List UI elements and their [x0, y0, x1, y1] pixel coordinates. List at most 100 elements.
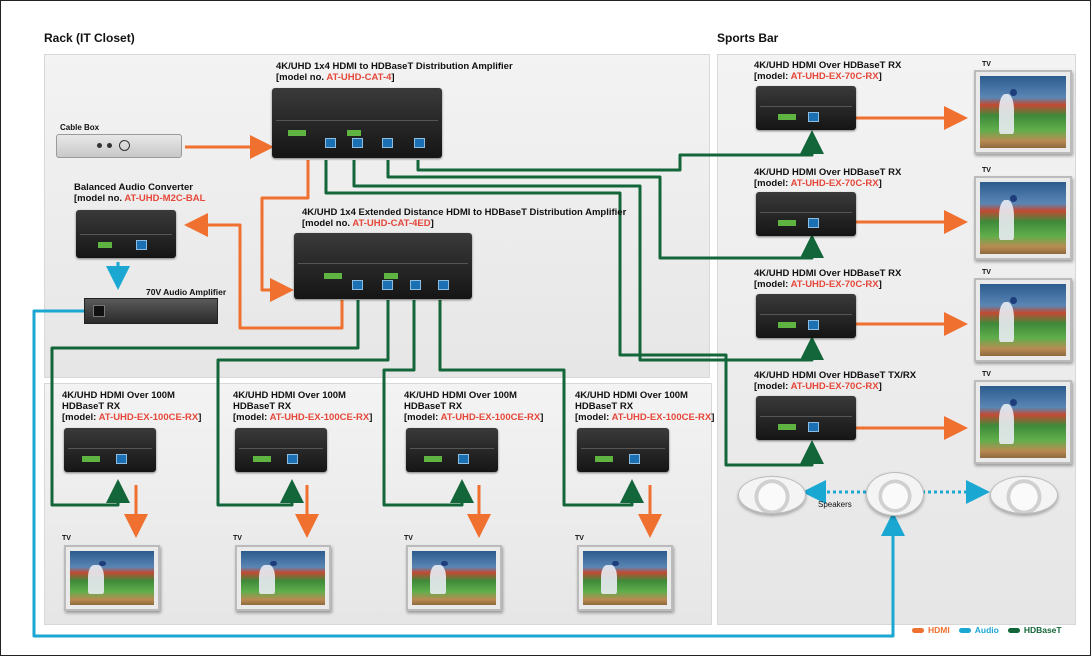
bottom-rx-2-model-prefix: [model:: [233, 412, 270, 423]
sports-rx-1-device: [756, 86, 856, 130]
bottom-rx-4-title: 4K/UHD HDMI Over 100M: [575, 390, 688, 401]
sports-rx-2-model: AT-UHD-EX-70C-RX: [790, 178, 879, 189]
hdmi-amp1-to-amp2: [260, 160, 310, 302]
bottom-rx-1-tv: [64, 545, 160, 611]
bottom-rx-2-model: AT-UHD-EX-100CE-RX: [269, 412, 370, 423]
balanced-audio-model-prefix: [model no.: [74, 193, 125, 204]
amp1-device: [272, 88, 442, 158]
sports-rx-4-device: [756, 396, 856, 440]
bottom-rx-3-model: AT-UHD-EX-100CE-RX: [440, 412, 541, 423]
legend: HDMI Audio HDBaseT: [912, 625, 1062, 635]
bottom-rx-1-model-suffix: ]: [198, 412, 202, 423]
amp2-device: [294, 233, 472, 299]
sports-rx-2-model-prefix: [model:: [754, 178, 791, 189]
legend-audio-swatch: [958, 627, 971, 633]
sports-rx-1-title: 4K/UHD HDMI Over HDBaseT RX: [754, 60, 902, 71]
hdbt-amp2-brx3: [382, 300, 474, 507]
sports-rx-3-tv-label: TV: [982, 269, 991, 276]
balanced-audio-label: Balanced Audio Converter [model no. AT-U…: [74, 182, 205, 204]
sports-rx-4-model: AT-UHD-EX-70C-RX: [790, 381, 879, 392]
speaker-left: [738, 476, 806, 514]
bottom-rx-4-device: [577, 428, 669, 472]
bottom-rx-2-subtitle: HDBaseT RX: [233, 401, 292, 412]
sports-rx-3-title: 4K/UHD HDMI Over HDBaseT RX: [754, 268, 902, 279]
bottom-rx-4-subtitle: HDBaseT RX: [575, 401, 634, 412]
sports-rx-3-model-suffix: ]: [878, 279, 882, 290]
sports-rx-4-title: 4K/UHD HDMI Over HDBaseT TX/RX: [754, 370, 917, 381]
bottom-rx-2-tv-label: TV: [233, 535, 242, 542]
hdbt-amp1-rx2: [386, 160, 824, 260]
hdbt-amp2-brx1: [50, 300, 360, 507]
hdbt-amp1-rx3: [352, 160, 824, 362]
sports-rx-4-label: 4K/UHD HDMI Over HDBaseT TX/RX [model: A…: [754, 370, 916, 392]
bottom-rx-1-device: [64, 428, 156, 472]
bottom-rx-1-model-prefix: [model:: [62, 412, 99, 423]
rack-title: Rack (IT Closet): [44, 31, 135, 45]
bottom-rx-3-subtitle: HDBaseT RX: [404, 401, 463, 412]
sports-rx-3-label: 4K/UHD HDMI Over HDBaseT RX [model: AT-U…: [754, 268, 901, 290]
amp1-title: 4K/UHD 1x4 HDMI to HDBaseT Distribution …: [276, 61, 513, 72]
sports-rx-1-model: AT-UHD-EX-70C-RX: [790, 71, 879, 82]
bottom-rx-1-tv-label: TV: [62, 535, 71, 542]
sports-rx-1-tv: [974, 70, 1072, 154]
sports-rx-2-device: [756, 192, 856, 236]
sports-rx-4-model-suffix: ]: [878, 381, 882, 392]
sports-rx-2-title: 4K/UHD HDMI Over HDBaseT RX: [754, 167, 902, 178]
bottom-rx-1-model: AT-UHD-EX-100CE-RX: [98, 412, 199, 423]
sports-rx-1-label: 4K/UHD HDMI Over HDBaseT RX [model: AT-U…: [754, 60, 901, 82]
bottom-rx-4-tv: [577, 545, 673, 611]
legend-hdmi-swatch: [912, 627, 924, 633]
legend-hdbaset-label: HDBaseT: [1023, 625, 1062, 635]
bottom-rx-4-model-suffix: ]: [711, 412, 715, 423]
audio-amp70-to-speaker: [32, 309, 905, 638]
sports-rx-3-model-prefix: [model:: [754, 279, 791, 290]
bottom-rx-3-device: [406, 428, 498, 472]
bottom-rx-3-model-prefix: [model:: [404, 412, 441, 423]
legend-audio-label: Audio: [974, 625, 999, 635]
amp1-model: AT-UHD-CAT-4: [326, 72, 392, 83]
sports-rx-3-device: [756, 294, 856, 338]
hdbt-amp1-rx1: [416, 130, 824, 172]
cable-box-label: Cable Box: [60, 123, 100, 132]
amp2-model-prefix: [model no.: [302, 218, 353, 229]
bottom-rx-1-subtitle: HDBaseT RX: [62, 401, 121, 412]
sports-rx-3-model: AT-UHD-EX-70C-RX: [790, 279, 879, 290]
bottom-rx-2-device: [235, 428, 327, 472]
legend-hdmi-label: HDMI: [928, 625, 950, 635]
bottom-rx-3-model-suffix: ]: [540, 412, 544, 423]
bottom-rx-4-label: 4K/UHD HDMI Over 100M HDBaseT RX [model:…: [575, 390, 714, 423]
amp70-label: 70V Audio Amplifier: [146, 287, 227, 297]
sports-bar-title: Sports Bar: [717, 31, 779, 45]
amp1-model-suffix: ]: [391, 72, 395, 83]
sports-rx-4-tv-label: TV: [982, 371, 991, 378]
bottom-rx-3-label: 4K/UHD HDMI Over 100M HDBaseT RX [model:…: [404, 390, 543, 423]
amp2-label: 4K/UHD 1x4 Extended Distance HDMI to HDB…: [302, 207, 626, 229]
speaker-right: [990, 476, 1058, 514]
bottom-rx-3-title: 4K/UHD HDMI Over 100M: [404, 390, 517, 401]
sports-rx-2-tv-label: TV: [982, 167, 991, 174]
bottom-rx-2-tv: [235, 545, 331, 611]
sports-rx-4-tv: [974, 380, 1072, 464]
speakers-label: Speakers: [818, 500, 852, 509]
bottom-rx-2-label: 4K/UHD HDMI Over 100M HDBaseT RX [model:…: [233, 390, 372, 423]
amp70-device: [84, 298, 218, 324]
amp1-model-prefix: [model no.: [276, 72, 327, 83]
amp2-model: AT-UHD-CAT-4ED: [352, 218, 431, 229]
hdbt-amp2-brx2: [216, 300, 390, 507]
balanced-audio-title: Balanced Audio Converter: [74, 182, 193, 193]
bottom-rx-3-tv: [406, 545, 502, 611]
amp2-title: 4K/UHD 1x4 Extended Distance HDMI to HDB…: [302, 207, 627, 218]
bottom-rx-2-model-suffix: ]: [369, 412, 373, 423]
sports-rx-2-tv: [974, 176, 1072, 260]
sports-rx-2-label: 4K/UHD HDMI Over HDBaseT RX [model: AT-U…: [754, 167, 901, 189]
bottom-rx-1-label: 4K/UHD HDMI Over 100M HDBaseT RX [model:…: [62, 390, 201, 423]
sports-rx-1-tv-label: TV: [982, 61, 991, 68]
sports-rx-1-model-suffix: ]: [878, 71, 882, 82]
hdbt-amp1-rx4: [324, 160, 824, 467]
speaker-center: [866, 472, 924, 516]
sports-rx-1-model-prefix: [model:: [754, 71, 791, 82]
sports-rx-2-model-suffix: ]: [878, 178, 882, 189]
balanced-audio-device: [76, 210, 176, 258]
sports-rx-3-tv: [974, 278, 1072, 362]
